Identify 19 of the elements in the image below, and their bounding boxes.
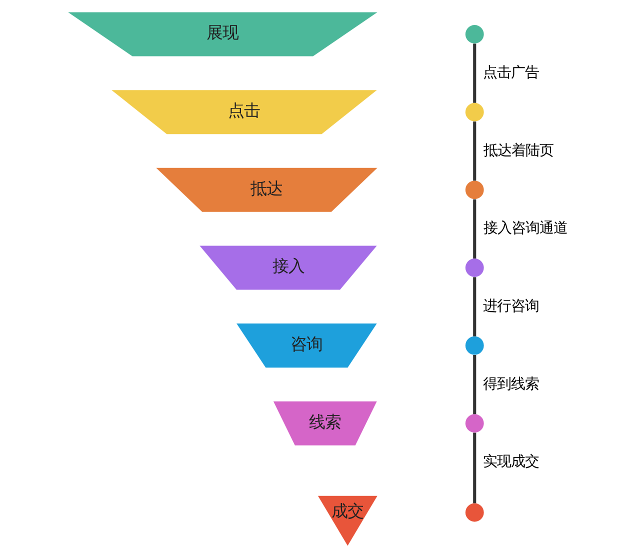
connector: [473, 277, 476, 336]
edge-label: 抵达着陆页: [483, 142, 554, 159]
node-circle: [465, 503, 484, 522]
node-circle: [465, 180, 484, 200]
node-circle: [465, 258, 484, 277]
node-circle: [465, 336, 484, 355]
edge-label: 得到线索: [483, 376, 540, 392]
node-circle: [465, 25, 484, 44]
node-circle: [465, 102, 484, 122]
connector: [473, 199, 476, 258]
connector: [473, 354, 476, 414]
edge-label: 接入咨询通道: [484, 220, 568, 237]
edge-label: 进行咨询: [483, 298, 540, 314]
edge-label: 点击广告: [483, 64, 540, 81]
connector: [473, 432, 476, 504]
connector: [473, 122, 476, 181]
edge-label: 实现成交: [483, 454, 540, 470]
connector: [473, 44, 476, 103]
node-circle: [465, 414, 484, 433]
